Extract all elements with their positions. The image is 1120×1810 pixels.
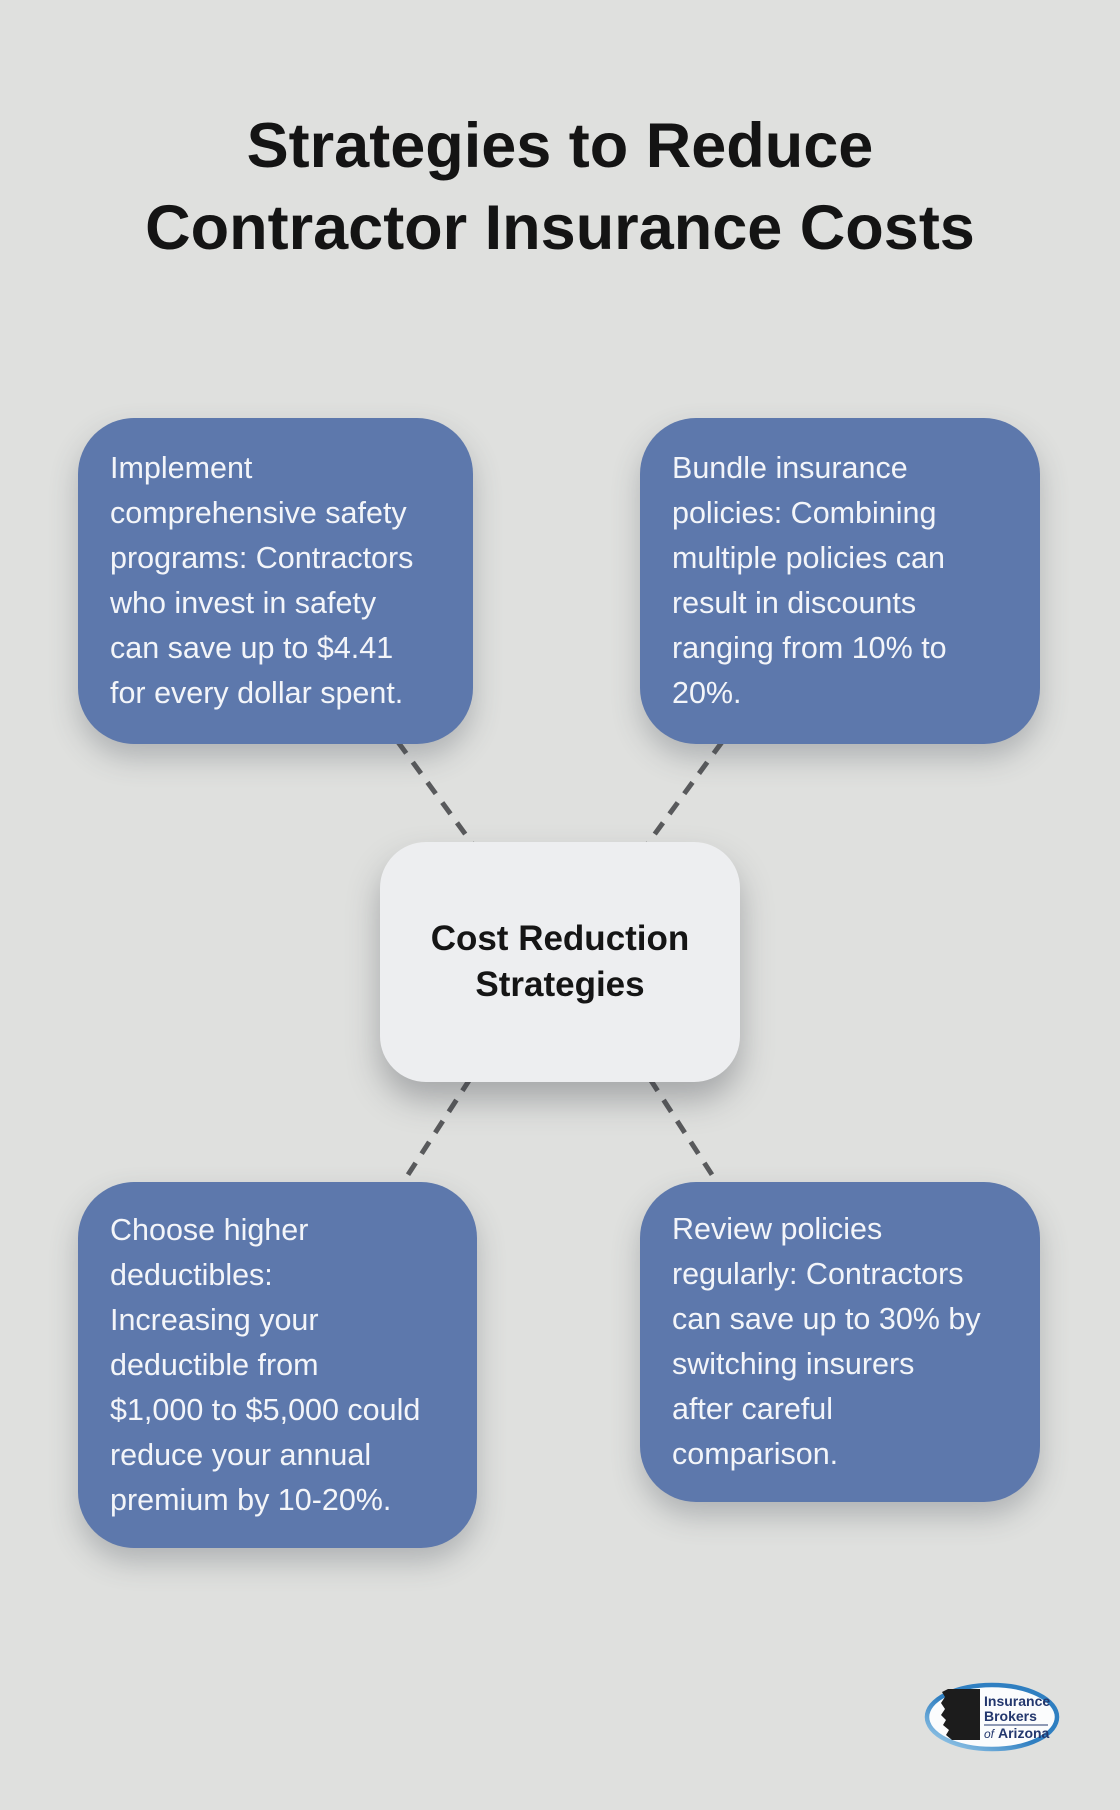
logo-text-line2: Brokers xyxy=(984,1708,1037,1724)
logo-text-line3-word: Arizona xyxy=(998,1725,1050,1741)
insurance-brokers-of-arizona-logo: Insurance Brokers of Arizona xyxy=(924,1682,1060,1752)
logo-text-line1: Insurance xyxy=(984,1693,1050,1709)
logo-text-line3-prefix: of xyxy=(984,1727,996,1741)
connector-bottom-left xyxy=(399,1077,473,1186)
connector-top-right xyxy=(643,740,725,848)
connector-bottom-right xyxy=(647,1077,721,1186)
connector-top-left xyxy=(395,740,477,848)
arizona-state-icon xyxy=(941,1689,980,1740)
